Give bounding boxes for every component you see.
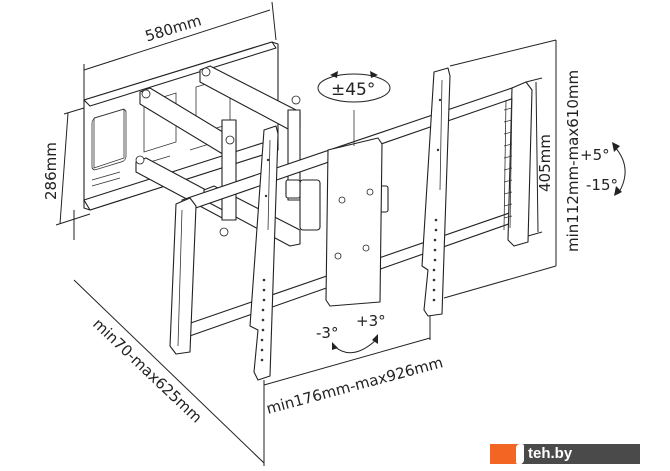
arrow-up-icon	[612, 142, 620, 152]
label-tilt-up: +5°	[580, 146, 610, 164]
site-watermark: teh.by	[490, 444, 640, 464]
watermark-text: teh.by	[528, 445, 573, 462]
swivel-indicator: ±45°	[317, 71, 391, 103]
label-level-minus: -3°	[316, 324, 338, 342]
dim-wall-plate-height: 286mm	[42, 107, 91, 240]
arrow-right-icon	[372, 334, 378, 344]
label-bracket-height: 405mm	[536, 134, 554, 192]
arrow-left-icon	[330, 71, 338, 78]
label-wall-plate-width: 580mm	[143, 11, 204, 45]
label-swivel: ±45°	[331, 80, 375, 100]
label-horizontal-span: min176mm-max926mm	[264, 353, 445, 418]
arrow-left-icon	[332, 342, 338, 350]
label-wall-plate-height: 286mm	[42, 142, 60, 200]
ladder	[503, 97, 513, 231]
articulating-arms	[135, 65, 389, 247]
vertical-bracket-right	[421, 67, 451, 317]
label-tilt-down: -15°	[586, 176, 618, 194]
vertical-bracket-left	[249, 125, 279, 381]
watermark-accent	[490, 444, 522, 464]
level-indicator: -3° +3°	[316, 312, 386, 354]
dim-bracket-height: 405mm	[525, 77, 554, 237]
arrow-down-icon	[614, 186, 622, 196]
arrow-right-icon	[370, 71, 378, 78]
center-plate	[325, 110, 383, 307]
logo-icon	[516, 444, 524, 464]
dim-vertical-span: min112mm-max610mm	[443, 39, 582, 299]
label-vertical-span: min112mm-max610mm	[564, 70, 582, 252]
tilt-indicator: +5° -15°	[580, 142, 626, 196]
side-frame-right	[503, 81, 533, 247]
watermark-bar: teh.by	[516, 444, 640, 464]
side-frame-left	[169, 197, 197, 355]
dim-horizontal-span: min176mm-max926mm	[263, 316, 445, 418]
label-level-plus: +3°	[356, 312, 386, 330]
